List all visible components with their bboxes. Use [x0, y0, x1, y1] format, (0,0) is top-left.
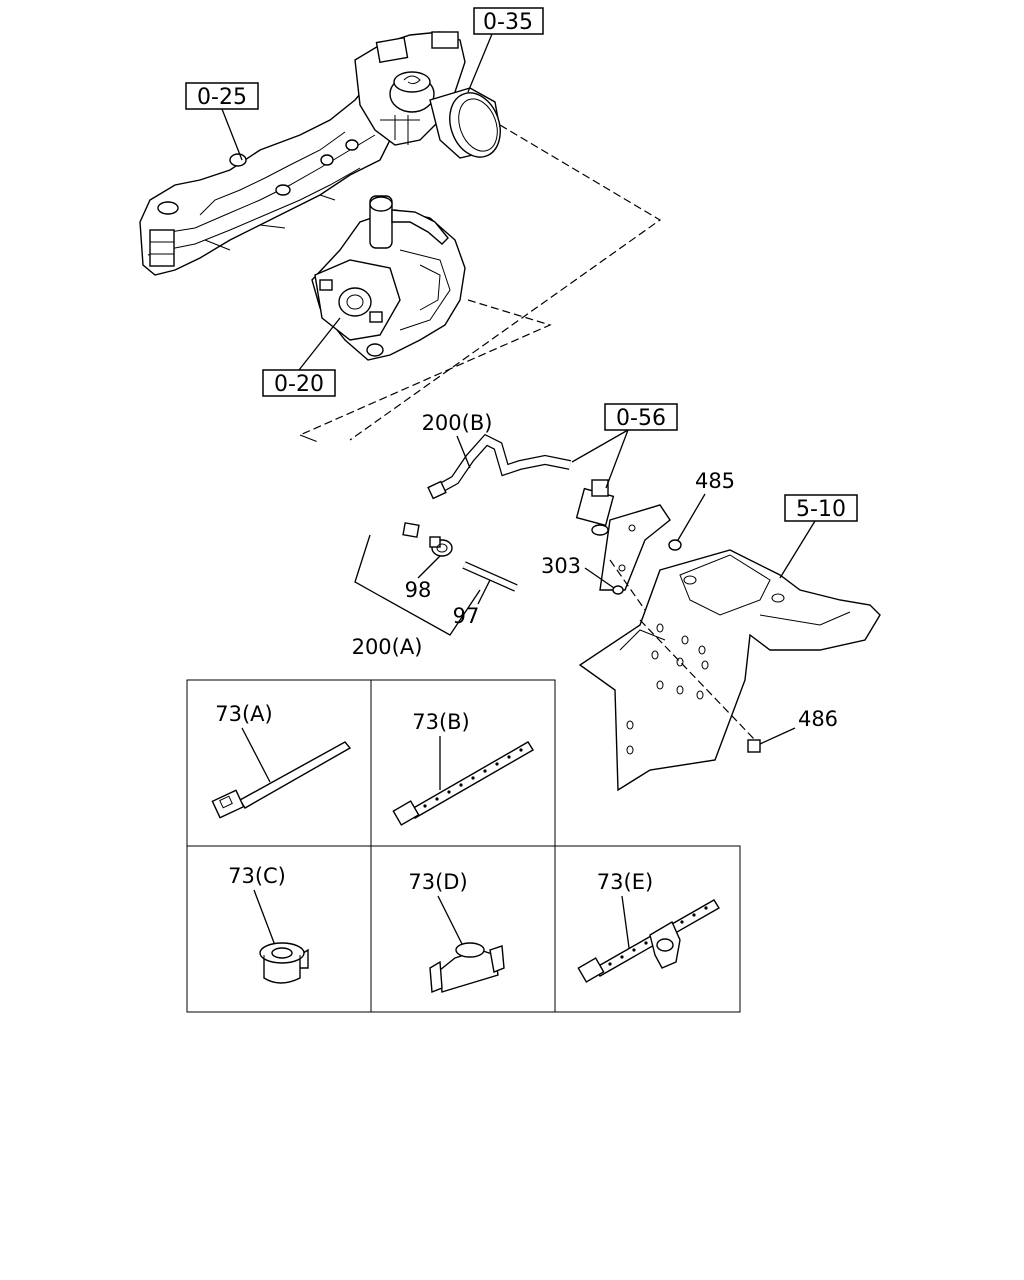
clip-cell-d: 73(D): [408, 870, 505, 994]
routing-lines: [299, 124, 662, 443]
clip-d-label: 73(D): [408, 870, 467, 894]
clip-c-label: 73(C): [228, 864, 286, 888]
label-97: 97: [453, 579, 491, 628]
cable-tie-clip-e-part: [577, 899, 720, 983]
ref-label-0-25: 0-25: [197, 85, 247, 110]
clip-table: [186, 679, 741, 1013]
check-valve-label: 98: [405, 578, 432, 602]
nut-486-label: 486: [798, 707, 838, 731]
hose-200b: [427, 433, 571, 500]
label-200a: 200(A): [352, 534, 481, 659]
clip-cell-c: 73(C): [228, 864, 309, 984]
ref-label-5-10: 5-10: [796, 497, 846, 522]
label-486: 486: [759, 707, 838, 745]
nut-485-part: [668, 539, 682, 551]
ref-box-5-10: 5-10: [779, 494, 858, 579]
clip-cell-e: 73(E): [577, 870, 720, 983]
nut-486-part: [747, 739, 761, 753]
nut-485-label: 485: [695, 469, 735, 493]
clip-b-label: 73(B): [412, 710, 470, 734]
bracket-assembly: [578, 549, 881, 792]
hose-200a: [313, 439, 420, 538]
label-98: 98: [405, 555, 441, 602]
label-303: 303: [541, 554, 615, 589]
clip-a-label: 73(A): [215, 702, 272, 726]
ref-box-0-35: 0-35: [467, 7, 544, 93]
pipe-97: [462, 561, 518, 592]
check-valve-98: [429, 536, 453, 557]
bolt-303-label: 303: [541, 554, 581, 578]
vacuum-pump: [311, 195, 466, 361]
ref-box-0-56: 0-56: [571, 403, 678, 489]
throttle-body: [354, 31, 501, 159]
ref-label-0-56: 0-56: [616, 406, 666, 431]
ref-box-0-25: 0-25: [185, 82, 259, 161]
ref-label-0-35: 0-35: [483, 10, 533, 35]
ref-label-0-20: 0-20: [274, 372, 324, 397]
ref-box-0-20: 0-20: [262, 317, 341, 397]
label-200b: 200(B): [422, 411, 493, 469]
hose-200a-label: 200(A): [352, 635, 423, 659]
solenoid-valve: [575, 479, 671, 591]
bolt-303-part: [612, 585, 624, 595]
hose-200b-label: 200(B): [422, 411, 493, 435]
clip-e-label: 73(E): [597, 870, 653, 894]
clip-cell-a: 73(A): [211, 702, 352, 819]
cable-tie-a-part: [211, 741, 352, 819]
cable-tie-b-part: [392, 741, 534, 826]
open-clip-c-part: [259, 942, 309, 984]
double-clip-d-part: [429, 942, 505, 994]
label-485: 485: [677, 469, 735, 541]
intake-manifold: [139, 77, 401, 276]
clip-cell-b: 73(B): [392, 710, 534, 826]
pipe-label: 97: [453, 604, 480, 628]
